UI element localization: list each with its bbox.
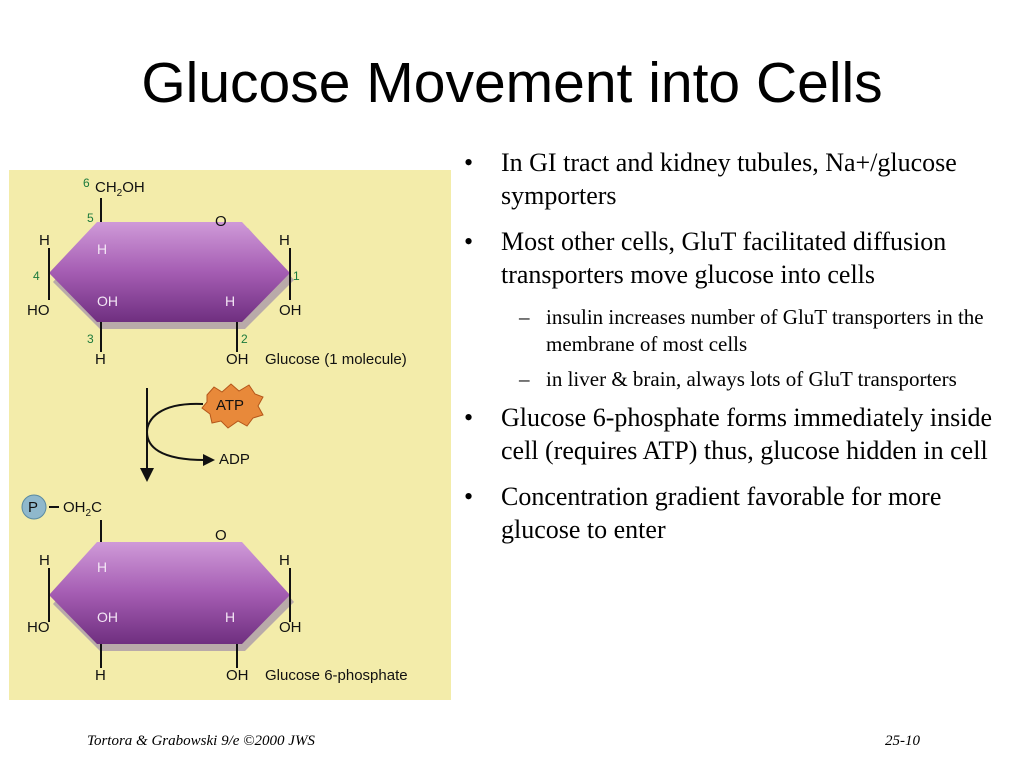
footer-citation: Tortora & Grabowski 9/e ©2000 JWS — [87, 733, 315, 749]
g6p-c3-oh-inner-label: OH — [97, 609, 118, 625]
bullet-text: Concentration gradient favorable for mor… — [501, 482, 942, 544]
glucose-6-phosphate-molecule: P OH2C O H HO H OH H H OH H OH Glucose 6… — [21, 494, 408, 684]
c1-h-outer-label: H — [279, 232, 290, 249]
c2-h-inner-label: H — [225, 293, 235, 309]
ring-oxygen-label: O — [215, 213, 227, 230]
carbon2-number: 2 — [241, 332, 248, 346]
bullet-item: • Most other cells, GluT facilitated dif… — [462, 225, 1007, 291]
bullet-text: Most other cells, GluT facilitated diffu… — [501, 227, 947, 289]
c3-oh-inner-label: OH — [97, 293, 118, 309]
g6p-c1-oh-label: OH — [279, 619, 302, 636]
ch2oh-label: CH2OH — [95, 179, 145, 199]
sub-bullet-marker: – — [519, 305, 530, 329]
carbon5-number: 5 — [87, 211, 94, 225]
sub-bullet-text: in liver & brain, always lots of GluT tr… — [546, 367, 957, 391]
sub-bullet-marker: – — [519, 367, 530, 391]
carbon1-number: 1 — [293, 269, 300, 283]
g6p-c1-h-outer-label: H — [279, 552, 290, 569]
g6p-c3-h-label: H — [95, 667, 106, 684]
bullet-item: • Concentration gradient favorable for m… — [462, 480, 1007, 546]
c1-oh-label: OH — [279, 302, 302, 319]
g6p-ring-oxygen-label: O — [215, 527, 227, 544]
c3-h-label: H — [95, 351, 106, 368]
sub-bullet-item: – insulin increases number of GluT trans… — [462, 304, 1007, 358]
adp-label: ADP — [219, 451, 250, 468]
sub-bullet-item: – in liver & brain, always lots of GluT … — [462, 366, 1007, 393]
g6p-ring — [49, 542, 290, 644]
glucose-ring — [49, 222, 290, 322]
c4-ho-label: HO — [27, 302, 50, 319]
bullet-item: • Glucose 6-phosphate forms immediately … — [462, 401, 1007, 467]
atp-label: ATP — [216, 397, 244, 414]
bullet-text: In GI tract and kidney tubules, Na+/gluc… — [501, 148, 957, 210]
phosphorylation-arrow: ATP ADP — [140, 383, 264, 482]
c4-h-outer-label: H — [39, 232, 50, 249]
carbon6-number: 6 — [83, 176, 90, 190]
c5-h-inner-label: H — [97, 241, 107, 257]
sub-bullet-text: insulin increases number of GluT transpo… — [546, 305, 984, 356]
bullet-item: • In GI tract and kidney tubules, Na+/gl… — [462, 146, 1007, 212]
slide-number: 25-10 — [885, 733, 920, 749]
atp-burst — [201, 383, 264, 429]
glucose-phosphorylation-figure: 6 CH2OH 5 O H 4 HO H OH H H 1 OH 3 2 — [9, 170, 451, 700]
reaction-diagram: 6 CH2OH 5 O H 4 HO H OH H H 1 OH 3 2 — [21, 176, 408, 684]
bullet-marker: • — [464, 227, 474, 256]
bullet-text: Glucose 6-phosphate forms immediately in… — [501, 403, 993, 465]
bullet-list: • In GI tract and kidney tubules, Na+/gl… — [462, 146, 1007, 559]
g6p-c4-ho-label: HO — [27, 619, 50, 636]
phosphate-p-label: P — [28, 499, 38, 516]
glucose-caption: Glucose (1 molecule) — [265, 351, 407, 368]
glucose-molecule: 6 CH2OH 5 O H 4 HO H OH H H 1 OH 3 2 — [27, 176, 407, 368]
oh2c-label: OH2C — [63, 499, 102, 519]
carbon4-number: 4 — [33, 269, 40, 283]
slide-title: Glucose Movement into Cells — [141, 51, 883, 115]
carbon3-number: 3 — [87, 332, 94, 346]
g6p-c2-oh-label: OH — [226, 667, 249, 684]
phosphate-circle — [21, 494, 47, 520]
g6p-c5-h-inner-label: H — [97, 559, 107, 575]
g6p-caption: Glucose 6-phosphate — [265, 667, 408, 684]
g6p-c2-h-inner-label: H — [225, 609, 235, 625]
g6p-c4-h-outer-label: H — [39, 552, 50, 569]
bullet-marker: • — [464, 148, 474, 177]
c2-oh-label: OH — [226, 351, 249, 368]
bullet-marker: • — [464, 403, 474, 432]
bullet-marker: • — [464, 482, 474, 511]
